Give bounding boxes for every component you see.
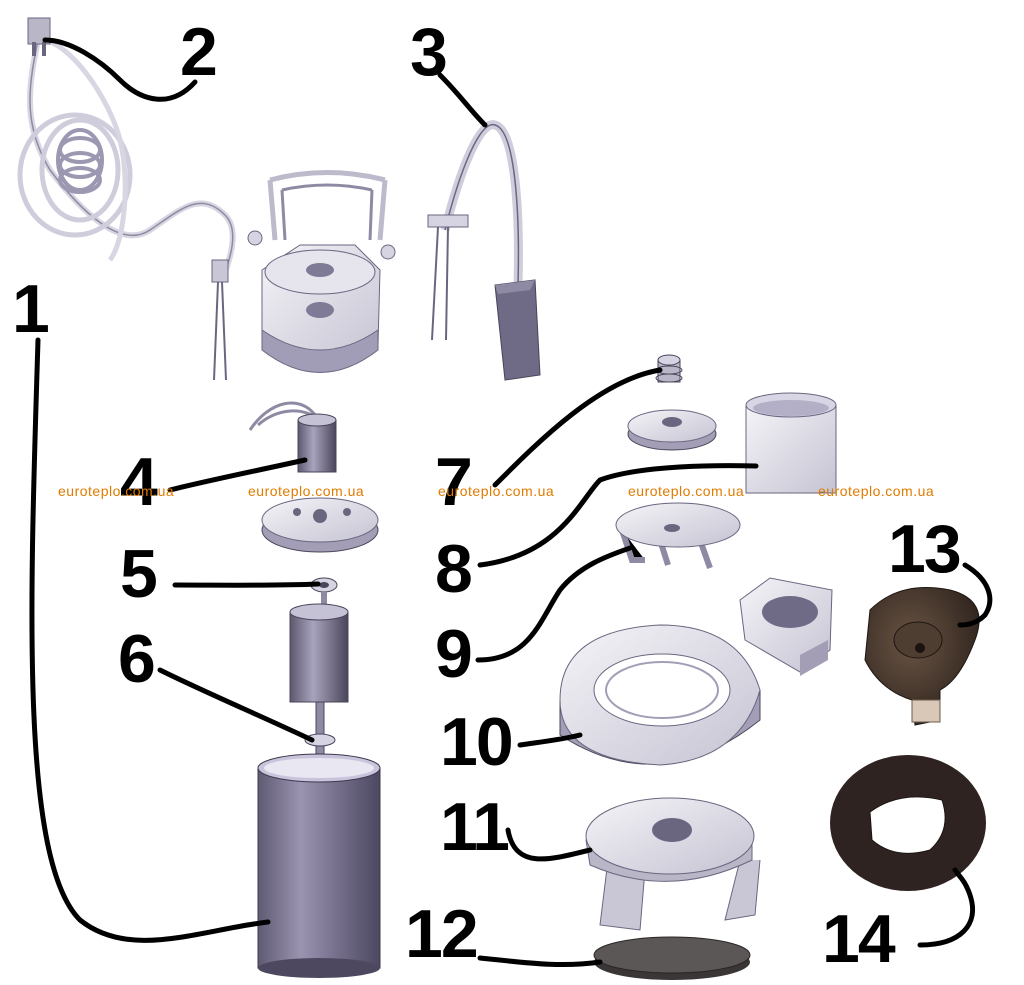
part-number-7: 7 — [435, 444, 473, 520]
leader-4 — [167, 457, 308, 493]
part-number-12: 12 — [405, 896, 479, 972]
leader-14 — [917, 867, 975, 948]
bearing-shield-part — [261, 497, 379, 553]
leader-7 — [492, 367, 663, 488]
leader-lines — [29, 37, 993, 968]
leader-13 — [957, 562, 993, 628]
leader-9 — [475, 545, 633, 663]
leader-5 — [172, 581, 321, 588]
volute-housing-part — [559, 577, 833, 766]
impeller-part — [615, 502, 741, 570]
rubber-impeller-part — [864, 587, 980, 726]
part-number-13: 13 — [888, 511, 962, 587]
part-number-4: 4 — [120, 444, 158, 520]
leader-3 — [437, 72, 488, 128]
part-number-10: 10 — [440, 704, 514, 780]
power-cord-part — [17, 17, 236, 381]
leader-8 — [477, 463, 759, 568]
watermark-5: euroteplo.com.ua — [818, 483, 935, 499]
watermark-3: euroteplo.com.ua — [438, 483, 555, 499]
part-number-11: 11 — [440, 789, 510, 865]
part-number-3: 3 — [410, 14, 448, 90]
watermark-4: euroteplo.com.ua — [628, 483, 745, 499]
leader-2 — [42, 37, 198, 102]
part-number-1: 1 — [12, 271, 50, 347]
leader-1 — [29, 337, 271, 943]
part-number-8: 8 — [435, 531, 473, 607]
float-switch-part — [427, 120, 541, 381]
leader-6 — [157, 667, 315, 743]
motor-housing-part — [257, 753, 381, 978]
part-number-5: 5 — [120, 536, 158, 612]
intake-base-part — [585, 797, 761, 931]
capacitor-part — [248, 401, 337, 473]
watermark-1: euroteplo.com.ua — [58, 483, 175, 499]
part-number-2: 2 — [180, 14, 218, 90]
motor-cover-part — [247, 170, 396, 373]
gasket-part — [593, 936, 751, 980]
part-number-9: 9 — [435, 616, 473, 692]
leader-12 — [477, 955, 603, 968]
part-number-14: 14 — [822, 901, 896, 977]
leader-10 — [517, 732, 583, 748]
watermark-2: euroteplo.com.ua — [248, 483, 365, 499]
seal-plate-part — [627, 409, 717, 451]
pipe-sleeve-part — [745, 392, 837, 494]
part-number-6: 6 — [118, 621, 156, 697]
shaft-seal-part — [655, 354, 683, 383]
rubber-ring-part — [830, 755, 986, 891]
leader-11 — [505, 827, 593, 862]
